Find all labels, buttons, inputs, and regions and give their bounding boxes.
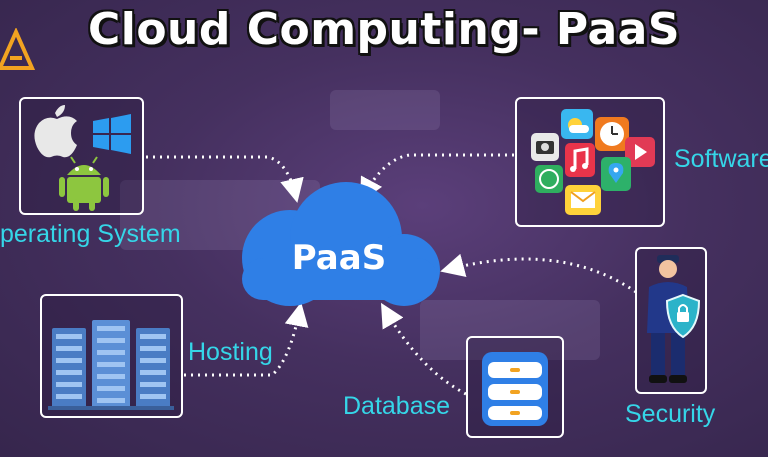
- connector-os: [146, 155, 304, 203]
- paas-cloud-icon: [242, 182, 440, 306]
- security-label: Security: [625, 400, 716, 428]
- android-icon: [59, 156, 109, 211]
- background-shape: [330, 90, 440, 130]
- apple-icon: [34, 105, 77, 158]
- database-label: Database: [343, 392, 451, 420]
- database-panel: [466, 336, 564, 438]
- mail-icon: [565, 185, 601, 215]
- logo-icon: [0, 28, 36, 70]
- shield-lock-icon: [665, 293, 701, 339]
- cloud-label: PaaS: [291, 238, 387, 278]
- phone-icon: [535, 165, 563, 193]
- connector-security: [440, 253, 637, 294]
- server-rack-icon: [48, 320, 174, 410]
- clock-icon: [595, 117, 629, 151]
- security-panel: [635, 247, 707, 394]
- map-icon: [601, 157, 631, 191]
- hosting-panel: [40, 294, 183, 418]
- software-label: Software: [674, 145, 768, 173]
- windows-icon: [93, 114, 131, 154]
- connector-hosting: [184, 302, 309, 377]
- operating-system-panel: [19, 97, 144, 215]
- database-icon: [482, 352, 548, 426]
- software-panel: [515, 97, 665, 227]
- connector-software: [360, 153, 514, 203]
- page-title: Cloud Computing- PaaS: [87, 4, 681, 55]
- software-icons: [531, 109, 655, 215]
- hosting-label: Hosting: [188, 338, 273, 366]
- camera-icon: [531, 133, 559, 161]
- os-icons: [34, 105, 131, 211]
- security-illustration: [647, 255, 701, 383]
- music-icon: [565, 143, 595, 177]
- background-shape: [420, 300, 600, 360]
- connector-database: [380, 302, 467, 396]
- operating-system-label: perating System: [0, 220, 181, 248]
- weather-icon: [561, 109, 593, 139]
- video-icon: [625, 137, 655, 167]
